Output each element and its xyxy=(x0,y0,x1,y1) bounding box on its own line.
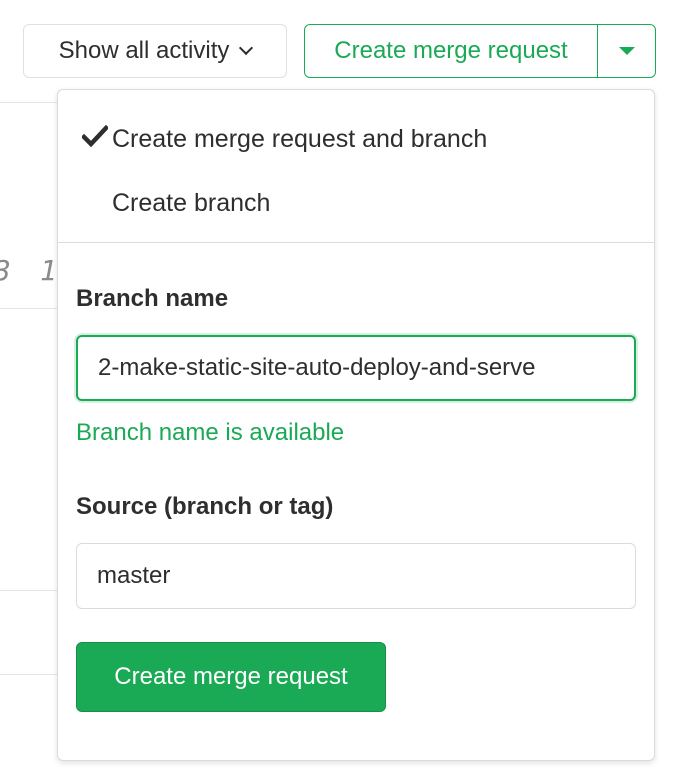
branch-name-input[interactable]: 2-make-static-site-auto-deploy-and-serve xyxy=(76,335,636,401)
background-divider xyxy=(0,674,57,675)
background-divider xyxy=(0,308,57,309)
create-merge-request-dropdown: Create merge request and branch Create b… xyxy=(57,89,655,761)
option-label: Create branch xyxy=(112,188,271,217)
option-create-branch[interactable]: Create branch xyxy=(82,183,270,223)
create-merge-request-button[interactable]: Create merge request xyxy=(305,25,598,77)
option-label: Create merge request and branch xyxy=(112,124,488,153)
option-create-mr-and-branch[interactable]: Create merge request and branch xyxy=(80,119,488,159)
background-glyph: 3 xyxy=(0,254,11,287)
checkmark-icon xyxy=(80,124,112,154)
create-merge-request-label: Create merge request xyxy=(334,37,568,64)
caret-down-icon xyxy=(618,47,635,55)
dropdown-divider xyxy=(58,242,654,243)
branch-name-label: Branch name xyxy=(76,285,229,312)
create-merge-request-toggle[interactable] xyxy=(598,25,655,77)
background-divider xyxy=(0,102,57,103)
activity-filter-label: Show all activity xyxy=(58,37,230,64)
background-divider xyxy=(0,590,57,591)
create-merge-request-split-button: Create merge request xyxy=(304,24,656,78)
submit-create-merge-request-button[interactable]: Create merge request xyxy=(76,642,386,712)
source-label: Source (branch or tag) xyxy=(76,493,334,520)
chevron-down-icon xyxy=(239,40,254,56)
show-activity-dropdown[interactable]: Show all activity xyxy=(23,24,287,78)
background-glyph: 1 xyxy=(40,254,57,287)
source-input[interactable]: master xyxy=(76,543,636,609)
submit-label: Create merge request xyxy=(114,663,348,690)
branch-name-status: Branch name is available xyxy=(76,419,345,446)
